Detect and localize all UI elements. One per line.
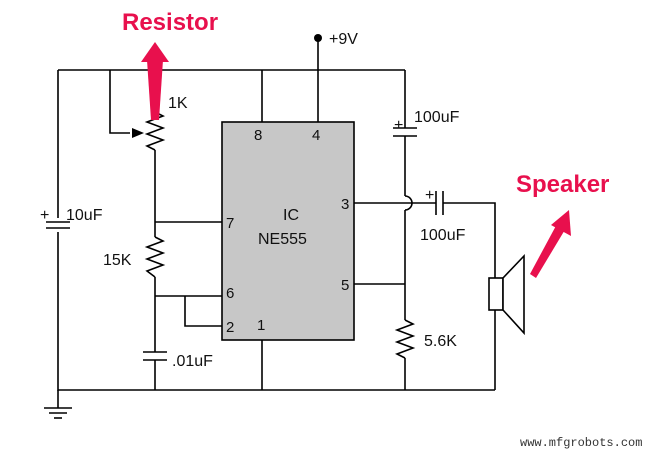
pot-wiper-icon	[132, 128, 144, 138]
pin-1: 1	[257, 317, 265, 334]
speaker-annotation: Speaker	[516, 171, 609, 198]
pin-8: 8	[254, 127, 262, 144]
resistor-5-6k	[394, 319, 416, 359]
c100uf-out-label: 100uF	[420, 227, 466, 244]
capacitor-001uf	[143, 351, 167, 390]
speaker-arrow-icon	[530, 210, 571, 278]
ic-title: IC	[283, 207, 299, 224]
pin-4: 4	[312, 127, 320, 144]
r56k-label: 5.6K	[424, 333, 457, 350]
pin-6: 6	[226, 285, 234, 302]
pot-wire	[109, 70, 130, 134]
supply-label: +9V	[329, 31, 358, 48]
capacitor-100uf-out	[435, 191, 444, 215]
c100uf-out-polarity: +	[425, 187, 434, 204]
pot-resistor-1k	[144, 111, 166, 151]
resistor-15k	[144, 236, 166, 278]
pin2-wire	[184, 296, 222, 327]
capacitor-10uf	[46, 218, 70, 232]
c100uf-top-label: 100uF	[414, 109, 460, 126]
watermark: www.mfgrobots.com	[520, 436, 642, 450]
c100uf-top-polarity: +	[394, 117, 403, 134]
pin-5: 5	[341, 277, 349, 294]
ic-part: NE555	[258, 231, 307, 248]
ground-icon	[44, 390, 72, 419]
c001uf-label: .01uF	[172, 353, 213, 370]
c10uf-polarity: +	[40, 207, 49, 224]
pin-2: 2	[226, 319, 234, 336]
pin-3: 3	[341, 196, 349, 213]
speaker-icon	[488, 254, 525, 336]
pin-7: 7	[226, 215, 234, 232]
c10uf-label: 10uF	[66, 207, 103, 224]
r15k-label: 15K	[103, 252, 132, 269]
resistor-annotation: Resistor	[122, 9, 218, 36]
ic-ne555	[221, 121, 355, 341]
speaker-wire-top	[443, 202, 496, 278]
resistor-arrow-icon	[141, 42, 169, 120]
pot-1k-label: 1K	[168, 95, 188, 112]
supply-node	[314, 34, 322, 42]
